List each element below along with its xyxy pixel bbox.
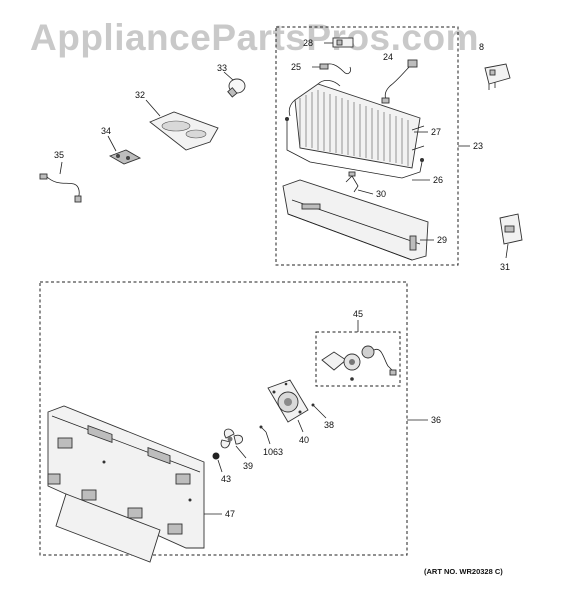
callout-39: 39 [243, 461, 253, 471]
part-45-fan-motor [321, 345, 397, 381]
part-34-light-socket [108, 149, 142, 165]
callout-23: 23 [473, 141, 483, 151]
part-31-bracket [499, 213, 523, 245]
callout-36: 36 [431, 415, 441, 425]
callout-30: 30 [376, 189, 386, 199]
callout-31: 31 [500, 262, 510, 272]
part-39-fan-blade [220, 428, 243, 449]
art-number: (ART NO. WR20328 C) [424, 567, 503, 576]
part-38-screws [284, 382, 319, 411]
leader-34 [107, 135, 117, 152]
callout-24: 24 [383, 52, 393, 62]
callout-8: 8 [479, 42, 484, 52]
part-27-evaporator [288, 80, 425, 169]
callout-26: 26 [433, 175, 443, 185]
part-24-thermostat [381, 59, 418, 104]
callout-25: 25 [291, 62, 301, 72]
part-8-connector [484, 63, 511, 90]
leader-39 [235, 445, 247, 459]
callout-40: 40 [299, 435, 309, 445]
callout-32: 32 [135, 90, 145, 100]
part-47-rear-panel [47, 405, 205, 563]
part-30-clip [345, 171, 359, 193]
callout-34: 34 [101, 126, 111, 136]
part-32-light-cover [149, 111, 219, 151]
part-25-sensor [312, 63, 351, 75]
callout-47: 47 [225, 509, 235, 519]
part-35-wire-harness [39, 173, 82, 203]
callout-1063: 1063 [263, 447, 283, 457]
leader-31 [505, 243, 509, 259]
part-43-nut [212, 452, 220, 460]
fan-motor-subgroup-box [315, 331, 401, 387]
leader-30 [357, 189, 374, 195]
watermark: AppliancePartsPros.com [30, 17, 479, 58]
leader-32 [145, 99, 161, 117]
part-33-light-bulb [227, 78, 246, 98]
part-29-drain-pan [282, 179, 429, 261]
leader-33 [223, 71, 234, 81]
leader-1063 [265, 431, 271, 445]
leader-43 [217, 459, 223, 473]
callout-35: 35 [54, 150, 64, 160]
part-28-clip [324, 37, 354, 48]
callout-45: 45 [353, 309, 363, 319]
part-1063-screw [259, 425, 267, 433]
callout-28: 28 [303, 38, 313, 48]
callout-38: 38 [324, 420, 334, 430]
part-26-heater [285, 117, 424, 179]
callout-33: 33 [217, 63, 227, 73]
leader-35 [59, 161, 63, 175]
fan-panel-group-box [39, 281, 408, 556]
leader-40 [297, 419, 304, 433]
evaporator-group-box [275, 26, 459, 266]
leader-38 [317, 409, 327, 419]
callout-27: 27 [431, 127, 441, 137]
part-40-fan-shroud [267, 379, 309, 423]
callout-43: 43 [221, 474, 231, 484]
callout-29: 29 [437, 235, 447, 245]
